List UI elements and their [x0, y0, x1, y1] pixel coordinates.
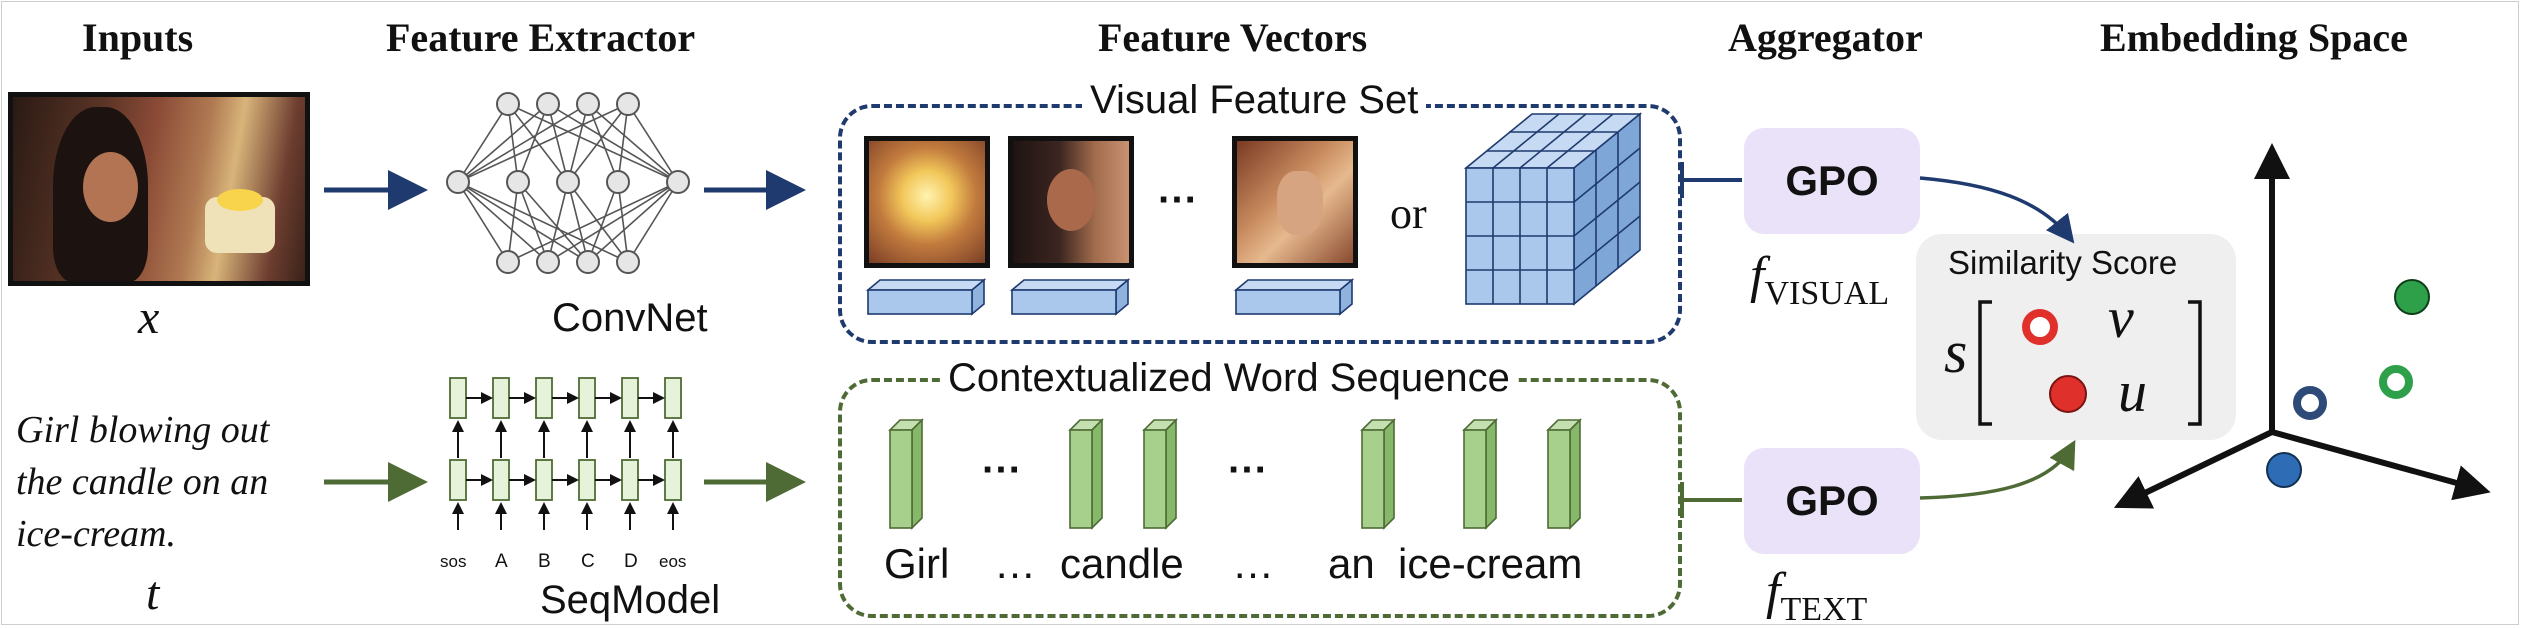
similarity-bracket-right — [2188, 300, 2202, 426]
seq-token-eos: eos — [659, 552, 687, 571]
feature-vector-3 — [1233, 278, 1355, 316]
similarity-visual-point — [2022, 309, 2058, 345]
seq-token-b: B — [538, 551, 551, 572]
feature-vector-1 — [865, 278, 987, 316]
f-text-label: fTEXT — [1766, 562, 1867, 629]
arrow-gpo-text-to-similarity — [1919, 439, 2076, 500]
convnet-nodes — [446, 92, 690, 274]
word-vector-4 — [1360, 418, 1396, 530]
similarity-bracket-left — [1978, 300, 1992, 426]
word-an: an — [1328, 540, 1375, 587]
gpo-text: GPO — [1744, 448, 1920, 554]
f-visual-label: fVISUAL — [1750, 246, 1889, 313]
word-vector-ellipsis-1: ··· — [982, 448, 1022, 492]
header-feature-extractor: Feature Extractor — [386, 15, 696, 60]
header-feature-vectors: Feature Vectors — [1098, 15, 1368, 60]
header-inputs: Inputs — [82, 15, 194, 60]
caption-line-1: Girl blowing out — [16, 409, 270, 451]
word-vector-6 — [1546, 418, 1582, 530]
word-vector-5 — [1462, 418, 1498, 530]
f-visual-subscript: VISUAL — [1764, 275, 1890, 312]
gpo-visual: GPO — [1744, 128, 1920, 234]
similarity-text-point — [2049, 375, 2087, 413]
word-sequence-title: Contextualized Word Sequence — [940, 356, 1518, 401]
visual-ellipsis: ··· — [1158, 178, 1198, 222]
visual-feature-vectors — [865, 278, 1355, 316]
convnet-network-icon — [457, 103, 679, 263]
seqmodel-label: SeqModel — [540, 578, 721, 622]
word-candle: candle — [1060, 540, 1184, 587]
word-vector-3 — [1142, 418, 1178, 530]
visual-crop-3 — [1232, 136, 1358, 268]
convnet-label: ConvNet — [552, 296, 708, 340]
word-girl: Girl — [884, 540, 950, 587]
seqmodel-icon — [449, 377, 682, 530]
embedding-point-blue-solid — [2266, 452, 2302, 488]
similarity-s: s — [1944, 319, 1968, 385]
feature-vector-2 — [1009, 278, 1131, 316]
text-to-gpo-connector — [1680, 482, 1742, 518]
input-photo — [8, 92, 310, 286]
seq-token-d: D — [624, 551, 638, 572]
visual-crop-2 — [1008, 136, 1134, 268]
f-text-symbol: f — [1766, 563, 1781, 620]
similarity-v: v — [2108, 285, 2134, 350]
word-vector-2 — [1068, 418, 1104, 530]
feature-map-cube — [1463, 112, 1643, 306]
seq-token-c: C — [581, 551, 595, 572]
text-variable: t — [146, 567, 160, 620]
f-text-subscript: TEXT — [1780, 591, 1868, 628]
or-label: or — [1390, 189, 1427, 238]
embedding-point-green-solid — [2394, 279, 2430, 315]
similarity-u: u — [2118, 359, 2147, 424]
header-aggregator: Aggregator — [1728, 15, 1923, 60]
header-embedding-space: Embedding Space — [2100, 15, 2408, 60]
word-ellipsis-1: … — [994, 540, 1036, 587]
arrow-gpo-visual-to-similarity — [1919, 176, 2075, 244]
caption-line-2: the candle on an — [16, 461, 269, 503]
word-vector-1 — [888, 418, 924, 530]
word-vector-ellipsis-2: ··· — [1228, 448, 1268, 492]
similarity-score-title: Similarity Score — [1948, 244, 2178, 281]
visual-feature-set-title: Visual Feature Set — [1082, 78, 1427, 123]
visual-crop-1 — [864, 136, 990, 268]
word-ice-cream: ice-cream — [1398, 540, 1583, 587]
image-variable: x — [138, 291, 160, 344]
seq-token-sos: sos — [440, 552, 467, 571]
visual-to-gpo-connector — [1680, 162, 1742, 198]
embedding-point-green-ring — [2379, 365, 2413, 399]
seq-token-a: A — [495, 551, 508, 572]
word-ellipsis-2: … — [1232, 540, 1274, 587]
embedding-axes — [2113, 143, 2491, 509]
f-visual-symbol: f — [1750, 247, 1765, 304]
caption-line-3: ice-cream. — [16, 513, 176, 555]
embedding-point-blue-ring — [2293, 386, 2327, 420]
word-vectors — [888, 418, 1582, 530]
